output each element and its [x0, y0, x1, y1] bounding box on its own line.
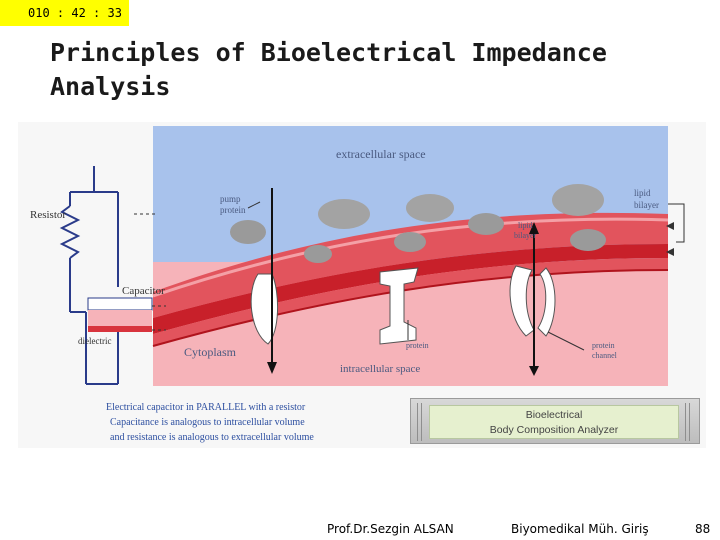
caption-line-1: Electrical capacitor in PARALLEL with a …	[106, 402, 306, 413]
pump-protein-shape	[250, 273, 279, 345]
bia-membrane-figure: Resistor Capacitor dielectric Electrical…	[18, 122, 706, 448]
analyzer-grille-line	[685, 403, 686, 441]
protein-blob	[570, 229, 606, 251]
surface-proteins	[230, 184, 606, 263]
pump-label-line-1: pump	[220, 194, 241, 204]
lipid-bilayer-right-line-1: lipid	[634, 188, 651, 198]
analyzer-line-2: Body Composition Analyzer	[489, 424, 619, 436]
footer-course: Biyomedikal Müh. Giriş	[511, 522, 649, 536]
protein-blob	[394, 232, 426, 252]
capacitor-plate-top	[87, 297, 153, 311]
bracket-arrow	[666, 248, 674, 256]
figure-canvas: Resistor Capacitor dielectric Electrical…	[30, 126, 685, 443]
dielectric-label: dielectric	[78, 336, 111, 346]
protein-blob	[318, 199, 370, 229]
membrane-middle-layer	[153, 244, 668, 334]
arrow-head	[267, 362, 277, 374]
channel-right-half	[537, 267, 556, 337]
resistor-label: Resistor	[30, 209, 66, 221]
slide-title: Principles of Bioelectrical Impedance An…	[50, 38, 607, 101]
resistor-zigzag	[59, 205, 81, 259]
intracellular-space-label: intracellular space	[340, 363, 420, 375]
lipid-bilayer-inner-line-1: lipid	[518, 221, 533, 230]
channel-leader	[547, 331, 585, 351]
protein-blob	[468, 213, 504, 235]
protein-blob	[552, 184, 604, 216]
arrow-head	[529, 222, 539, 234]
protein-channel-line-1: protein	[592, 341, 615, 350]
bracket-arrow	[666, 222, 674, 230]
lipid-bilayer-right-line-2: bilayer	[634, 200, 659, 210]
analyzer-line-1: Bioelectrical	[525, 409, 583, 421]
capacitor-plate-bottom	[88, 326, 152, 332]
footer-author: Prof.Dr.Sezgin ALSAN	[327, 522, 454, 536]
protein-blob	[230, 220, 266, 244]
analyzer-device-image: Bioelectrical Body Composition Analyzer	[410, 398, 700, 444]
arrow-head	[529, 366, 539, 376]
lipid-bilayer-inner-line-2: bilayer	[514, 231, 537, 240]
analyzer-grille-line	[417, 403, 418, 441]
protein-blob	[406, 194, 454, 222]
protein-blob	[304, 245, 332, 263]
membrane-outer-layer	[153, 212, 668, 318]
analyzer-grille-line	[689, 403, 690, 441]
protein-label: protein	[406, 341, 429, 350]
capacitor-label: Capacitor	[122, 285, 165, 297]
membrane-inner-layer	[153, 258, 668, 346]
lipid-bilayer-bracket	[668, 203, 685, 243]
capacitor-dielectric	[88, 310, 152, 326]
cytoplasm-label: Cytoplasm	[184, 345, 237, 359]
caption-line-3: and resistance is analogous to extracell…	[110, 432, 314, 443]
footer-page-number: 88	[695, 522, 711, 536]
caption-line-2: Capacitance is analogous to intracellula…	[110, 417, 305, 428]
analyzer-label-panel: Bioelectrical Body Composition Analyzer	[429, 405, 679, 439]
analyzer-grille-line	[421, 403, 422, 441]
slide-timer: 010 : 42 : 33	[0, 0, 129, 26]
extracellular-space-label: extracellular space	[336, 147, 426, 161]
pump-label-line-2: protein	[220, 205, 246, 215]
current-arrows	[267, 188, 539, 376]
equivalent-circuit	[59, 166, 119, 385]
protein-channel-line-2: channel	[592, 351, 618, 360]
pump-leader	[247, 201, 261, 209]
